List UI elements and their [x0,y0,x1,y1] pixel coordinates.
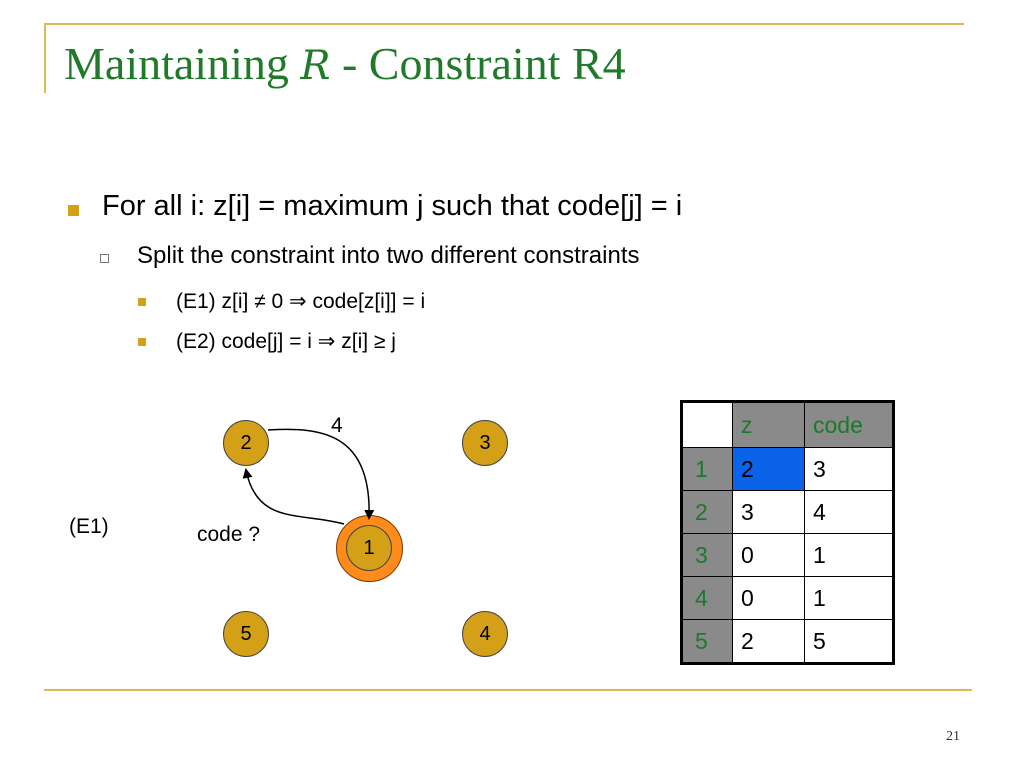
z-cell: 0 [732,533,805,577]
row-index: 3 [681,533,733,577]
square-bullet-icon [68,205,79,216]
graph-node-1: 1 [346,525,392,571]
header-z: z [732,401,805,448]
header-code: code [804,401,894,448]
title-suffix: - Constraint R4 [330,38,626,89]
row-index: 1 [681,447,733,491]
graph-node-4: 4 [462,611,508,657]
z-cell-highlighted: 2 [732,447,805,491]
code-cell: 5 [804,619,894,664]
row-index: 2 [681,490,733,534]
edge-value-label: 4 [331,414,343,437]
graph-node-3: 3 [462,420,508,466]
row-index: 4 [681,576,733,620]
table-corner-cell [681,401,733,448]
diagram-label: (E1) [69,515,109,538]
table-row: 5 2 5 [681,619,894,664]
table-row: 1 2 3 [681,447,894,491]
code-cell: 3 [804,447,894,491]
arrow-1-to-2 [242,468,345,525]
table-row: 3 0 1 [681,533,894,577]
slide-title: Maintaining R - Constraint R4 [64,36,626,91]
arrow-2-to-1 [267,428,375,520]
top-rule [44,23,964,25]
title-symbol: R [300,43,331,89]
hollow-square-bullet-icon [100,254,109,263]
graph-node-5: 5 [223,611,269,657]
table-row: 2 3 4 [681,490,894,534]
table-row: 4 0 1 [681,576,894,620]
z-cell: 3 [732,490,805,534]
z-cell: 0 [732,576,805,620]
bottom-rule [44,689,972,691]
code-cell: 4 [804,490,894,534]
left-rule [44,23,46,93]
bullet-level1-text: For all i: z[i] = maximum j such that co… [102,190,683,222]
code-cell: 1 [804,533,894,577]
title-prefix: Maintaining [64,38,301,89]
bullet-e1-text: (E1) z[i] ≠ 0 ⇒ code[z[i]] = i [176,290,426,313]
table-header-row: z code [681,401,894,448]
bullet-level2-text: Split the constraint into two different … [137,242,640,269]
z-cell: 2 [732,619,805,664]
row-index: 5 [681,619,733,664]
square-bullet-icon [138,298,146,306]
graph-node-2: 2 [223,420,269,466]
code-cell: 1 [804,576,894,620]
z-code-table: z code 1 2 3 2 3 4 3 0 1 4 0 1 5 2 5 [680,400,895,665]
code-question-label: code ? [197,523,261,546]
bullet-e2-text: (E2) code[j] = i ⇒ z[i] ≥ j [176,330,396,353]
page-number: 21 [946,729,960,744]
square-bullet-icon [138,338,146,346]
